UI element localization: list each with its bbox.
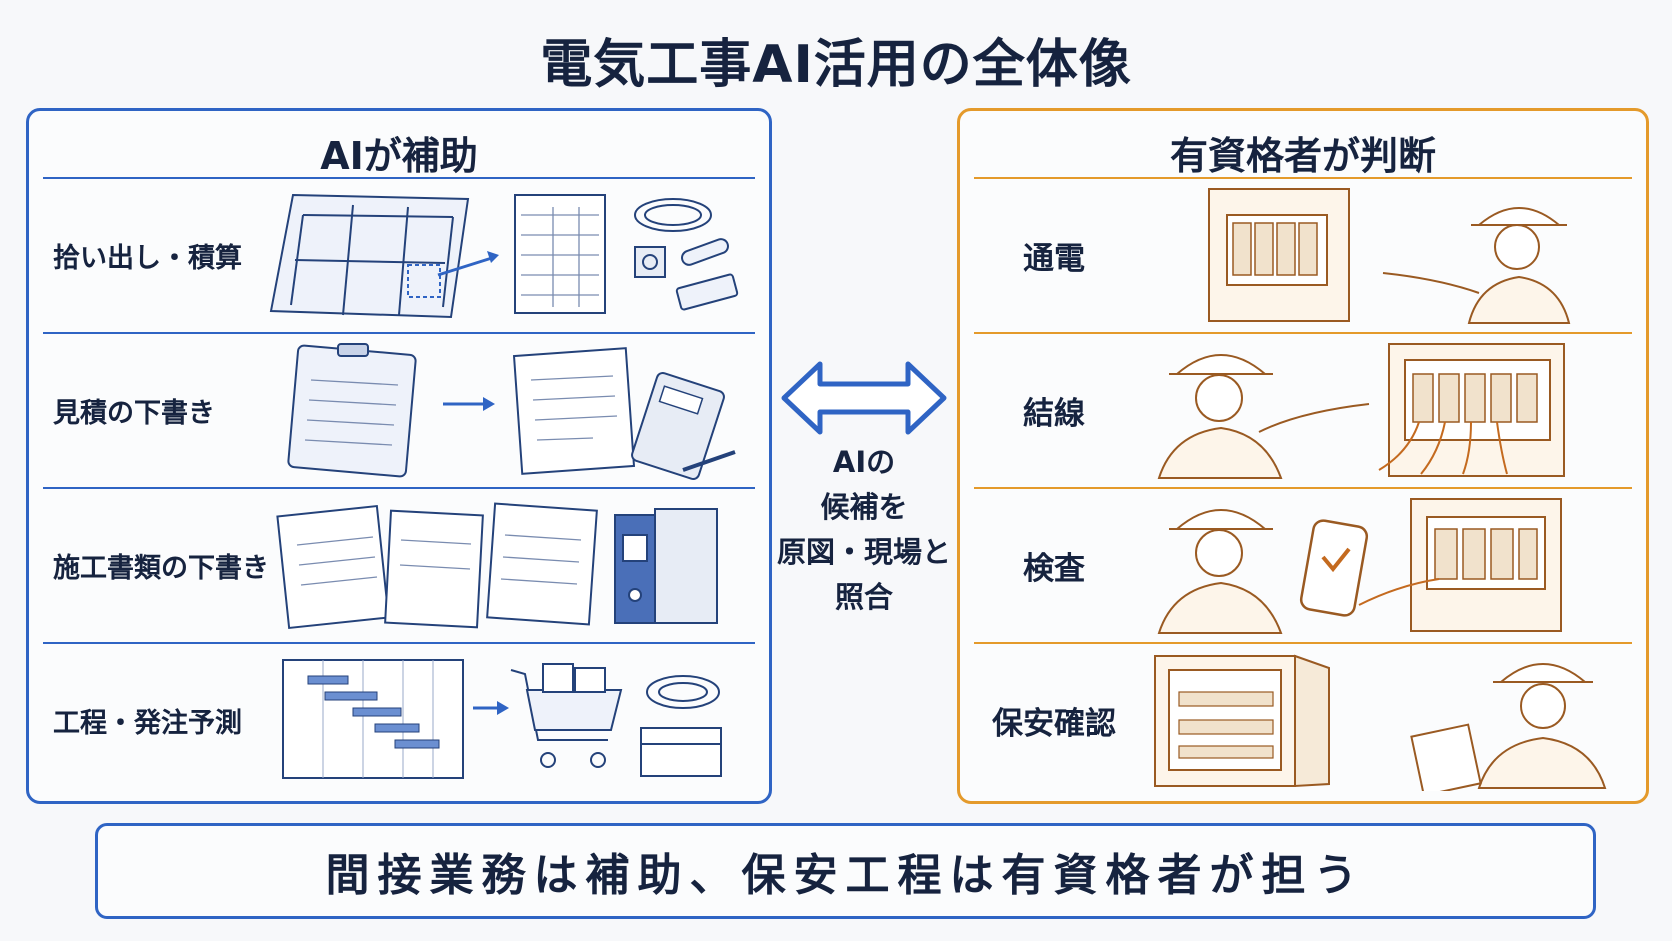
human-row-inspection: 検査	[974, 487, 1632, 642]
center-line: 候補を	[820, 490, 908, 524]
clipboard-to-estimate-illustration	[263, 340, 763, 481]
ai-row-schedule-order: 工程・発注予測	[43, 642, 755, 797]
center-line: 照合	[834, 580, 893, 614]
ai-row-label: 工程・発注予測	[53, 708, 242, 739]
human-row-label: 結線	[1023, 396, 1085, 432]
gantt-and-cart-illustration	[263, 650, 763, 791]
human-row-label: 検査	[1023, 551, 1085, 587]
qualified-judgment-header: 有資格者が判断	[1169, 134, 1436, 178]
documents-and-binder-illustration	[263, 495, 763, 636]
ai-row-estimate-draft: 見積の下書き	[43, 332, 755, 487]
center-line: 原図・現場と	[776, 535, 951, 569]
human-row-safety-check: 保安確認	[974, 642, 1632, 797]
page-title: 電気工事AI活用の全体像	[540, 35, 1132, 95]
ai-candidate-verification-note: AIの 候補を 原図・現場と 照合	[770, 440, 958, 620]
worker-with-clipboard-illustration	[1149, 650, 1624, 791]
ai-row-takeoff: 拾い出し・積算	[43, 179, 755, 332]
worker-with-tester-illustration	[1149, 495, 1624, 636]
summary-banner: 間接業務は補助、保安工程は有資格者が担う	[95, 823, 1596, 919]
ai-row-label: 見積の下書き	[53, 398, 215, 429]
ai-row-label: 拾い出し・積算	[53, 243, 242, 274]
floor-plan-to-estimate-illustration	[263, 185, 763, 326]
ai-row-label: 施工書類の下書き	[53, 553, 269, 584]
worker-connecting-wires-illustration	[1149, 340, 1624, 481]
human-row-label: 通電	[1023, 241, 1085, 277]
center-line: AIの	[832, 445, 896, 479]
double-arrow-icon	[780, 358, 948, 438]
worker-operating-breaker-illustration	[1149, 185, 1624, 326]
ai-assist-header: AIが補助	[320, 134, 478, 178]
qualified-judgment-panel: 有資格者が判断 通電	[957, 108, 1649, 804]
human-row-energize: 通電	[974, 179, 1632, 332]
human-row-label: 保安確認	[992, 706, 1116, 742]
ai-row-construction-docs: 施工書類の下書き	[43, 487, 755, 642]
human-row-wiring: 結線	[974, 332, 1632, 487]
ai-assist-panel: AIが補助 拾い出し・積算	[26, 108, 772, 804]
